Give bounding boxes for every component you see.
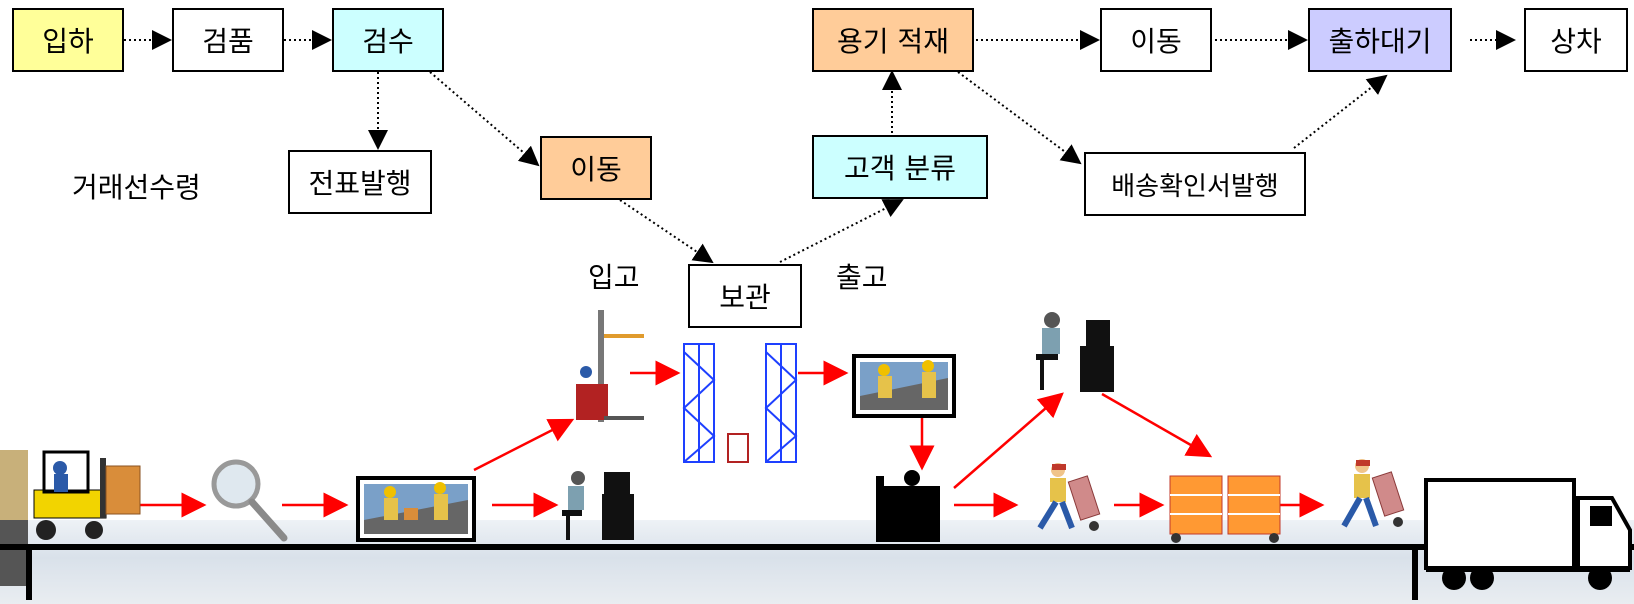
porter-icon [876, 470, 940, 542]
step-shipping-wait: 출하대기 [1308, 8, 1452, 72]
step-receiving-inspection: 검수 [332, 8, 444, 72]
step-move-to-storage: 이동 [540, 136, 652, 200]
step-customer-sort: 고객 분류 [812, 135, 988, 199]
label-trade-doc: 거래선수령 [72, 171, 201, 204]
step-check: 검품 [172, 8, 284, 72]
step-slip-issue: 전표발행 [288, 150, 432, 214]
workers-inspecting-icon [356, 476, 476, 542]
reach-truck-icon [576, 310, 644, 422]
step-arrival: 입하 [12, 8, 124, 72]
step-storage: 보관 [688, 264, 802, 328]
clerk-computer-icon [562, 471, 634, 540]
ground-background [0, 520, 1634, 604]
flow-arrow [473, 418, 575, 472]
step-delivery-confirmation: 배송확인서발행 [1084, 152, 1306, 216]
workers-sorting-icon [852, 354, 956, 418]
step-move-to-dock: 이동 [1100, 8, 1212, 72]
floor-line [0, 544, 1634, 600]
step-loading: 상차 [1524, 8, 1628, 72]
label-inbound: 입고 [588, 261, 640, 294]
magnifier-icon [211, 459, 288, 542]
arrow-move-storage [619, 199, 714, 264]
clerk-computer-icon [1036, 312, 1114, 392]
hand-truck-worker-icon [1341, 459, 1405, 528]
arrow-inspection-move [429, 71, 540, 167]
flow-arrow [1101, 392, 1213, 458]
flow-arrow [953, 392, 1064, 489]
label-outbound: 출고 [836, 261, 888, 294]
delivery-truck-icon [1424, 478, 1632, 590]
dock-wall-icon [0, 450, 28, 586]
storage-rack-icon [682, 343, 798, 463]
orange-cargo-carts-icon [1169, 475, 1281, 543]
forklift-icon [33, 450, 141, 540]
step-container-load: 용기 적재 [812, 8, 974, 72]
arrow-container-confirmation [957, 71, 1082, 165]
hand-truck-worker-icon [1037, 463, 1101, 531]
